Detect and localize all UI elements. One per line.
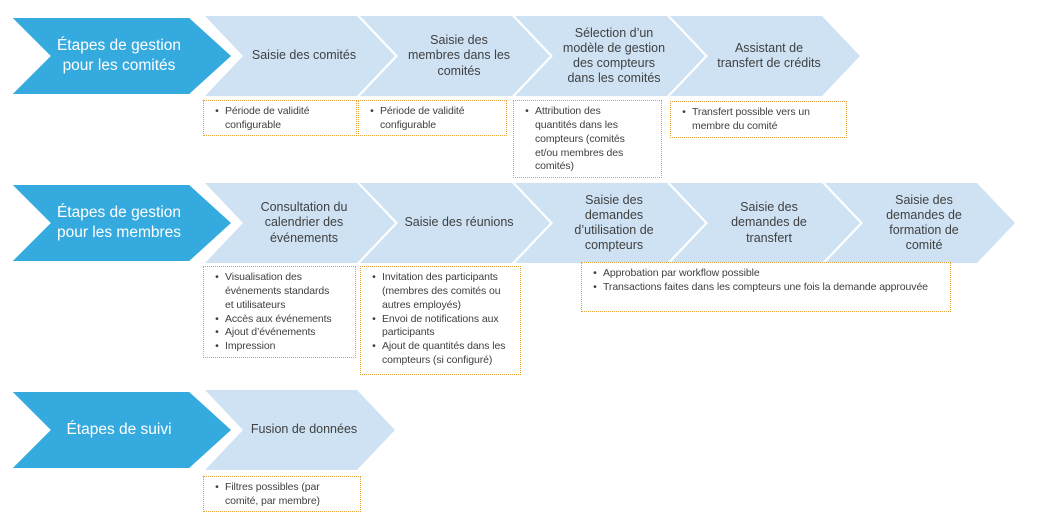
step-label: Saisie des membres dans les comités bbox=[407, 33, 511, 78]
note-text: Approbation par workflow possible bbox=[603, 267, 760, 279]
note-bullet: • Période de validité configurable bbox=[209, 105, 351, 133]
bullet-marker: • bbox=[215, 312, 219, 325]
bullet-marker: • bbox=[215, 271, 219, 283]
note-bullet: • Accès aux événements bbox=[209, 313, 350, 327]
step-label: Saisie des demandes d’utilisation de com… bbox=[574, 192, 654, 253]
note-text: Transactions faites dans les compteurs u… bbox=[603, 280, 928, 293]
step-label: Consultation du calendrier des événement… bbox=[260, 200, 348, 245]
header-label-etapes-comites: Étapes de gestion pour les comités bbox=[56, 37, 182, 74]
note-bullet: • Approbation par workflow possible bbox=[587, 267, 945, 281]
note-text: Visualisation des événements standards e… bbox=[225, 271, 330, 311]
note-box-assistant-transfert: • Transfert possible vers un membre du c… bbox=[670, 101, 847, 138]
note-text: Envoi de notifications aux participants bbox=[382, 312, 499, 339]
note-text: Transfert possible vers un membre du com… bbox=[692, 106, 810, 132]
bullet-marker: • bbox=[372, 271, 376, 283]
bullet-marker: • bbox=[682, 106, 686, 118]
note-text: Accès aux événements bbox=[225, 312, 332, 325]
note-text: Attribution des quantités dans les compt… bbox=[535, 105, 625, 173]
step-label: Sélection d’un modèle de gestion des com… bbox=[562, 25, 666, 86]
bullet-marker: • bbox=[215, 326, 219, 339]
step-label: Fusion de données bbox=[250, 422, 358, 437]
note-box-selection-modele: • Attribution des quantités dans les com… bbox=[513, 100, 662, 178]
bullet-marker: • bbox=[215, 481, 219, 493]
note-box-consultation-calendrier: • Visualisation des événements standards… bbox=[203, 266, 356, 358]
bullet-marker: • bbox=[370, 105, 374, 117]
header-label-etapes-membres: Étapes de gestion pour les membres bbox=[56, 204, 182, 241]
step-consultation-calendrier: Consultation du calendrier des événement… bbox=[205, 183, 395, 263]
bullet-marker: • bbox=[593, 267, 597, 279]
note-box-saisie-membres: • Période de validité configurable bbox=[358, 100, 507, 136]
header-chevron-etapes-comites bbox=[6, 14, 236, 98]
bullet-marker: • bbox=[372, 340, 376, 353]
note-bullet: • Transactions faites dans les compteurs… bbox=[587, 281, 945, 295]
note-text: Filtres possibles (par comité, par membr… bbox=[225, 481, 320, 507]
note-box-saisie-comites: • Période de validité configurable bbox=[203, 100, 357, 136]
header-chevron-etapes-membres bbox=[6, 181, 236, 265]
step-label: Saisie des demandes de formation de comi… bbox=[886, 192, 962, 253]
bullet-marker: • bbox=[372, 312, 376, 325]
bullet-marker: • bbox=[525, 105, 529, 117]
note-bullet: • Invitation des participants (membres d… bbox=[366, 271, 515, 313]
note-text: Période de validité configurable bbox=[380, 105, 465, 131]
bullet-marker: • bbox=[215, 340, 219, 353]
step-label: Saisie des comités bbox=[251, 48, 357, 63]
header-chevron-etapes-suivi bbox=[6, 388, 236, 472]
note-bullet: • Attribution des quantités dans les com… bbox=[519, 105, 656, 174]
bullet-marker: • bbox=[215, 105, 219, 117]
note-text: Ajout de quantités dans les compteurs (s… bbox=[382, 340, 506, 367]
bullet-marker: • bbox=[593, 280, 597, 293]
note-box-workflow: • Approbation par workflow possible • Tr… bbox=[581, 262, 951, 312]
header-label-etapes-suivi: Étapes de suivi bbox=[66, 421, 172, 439]
step-label: Assistant de transfert de crédits bbox=[717, 40, 821, 70]
step-label: Saisie des demandes de transfert bbox=[731, 200, 807, 245]
note-bullet: • Impression bbox=[209, 340, 350, 354]
note-text: Impression bbox=[225, 340, 276, 353]
note-text: Ajout d’événements bbox=[225, 326, 316, 339]
step-label: Saisie des réunions bbox=[404, 215, 514, 230]
note-box-saisie-reunions: • Invitation des participants (membres d… bbox=[360, 266, 521, 375]
note-box-fusion-donnees: • Filtres possibles (par comité, par mem… bbox=[203, 476, 361, 512]
note-bullet: • Visualisation des événements standards… bbox=[209, 271, 350, 313]
note-bullet: • Ajout de quantités dans les compteurs … bbox=[366, 340, 515, 368]
note-text: Invitation des participants (membres des… bbox=[382, 271, 501, 311]
note-bullet: • Filtres possibles (par comité, par mem… bbox=[209, 481, 355, 509]
note-text: Période de validité configurable bbox=[225, 105, 310, 131]
note-bullet: • Période de validité configurable bbox=[364, 105, 501, 133]
note-bullet: • Transfert possible vers un membre du c… bbox=[676, 106, 841, 134]
note-bullet: • Ajout d’événements bbox=[209, 326, 350, 340]
note-bullet: • Envoi de notifications aux participant… bbox=[366, 313, 515, 341]
